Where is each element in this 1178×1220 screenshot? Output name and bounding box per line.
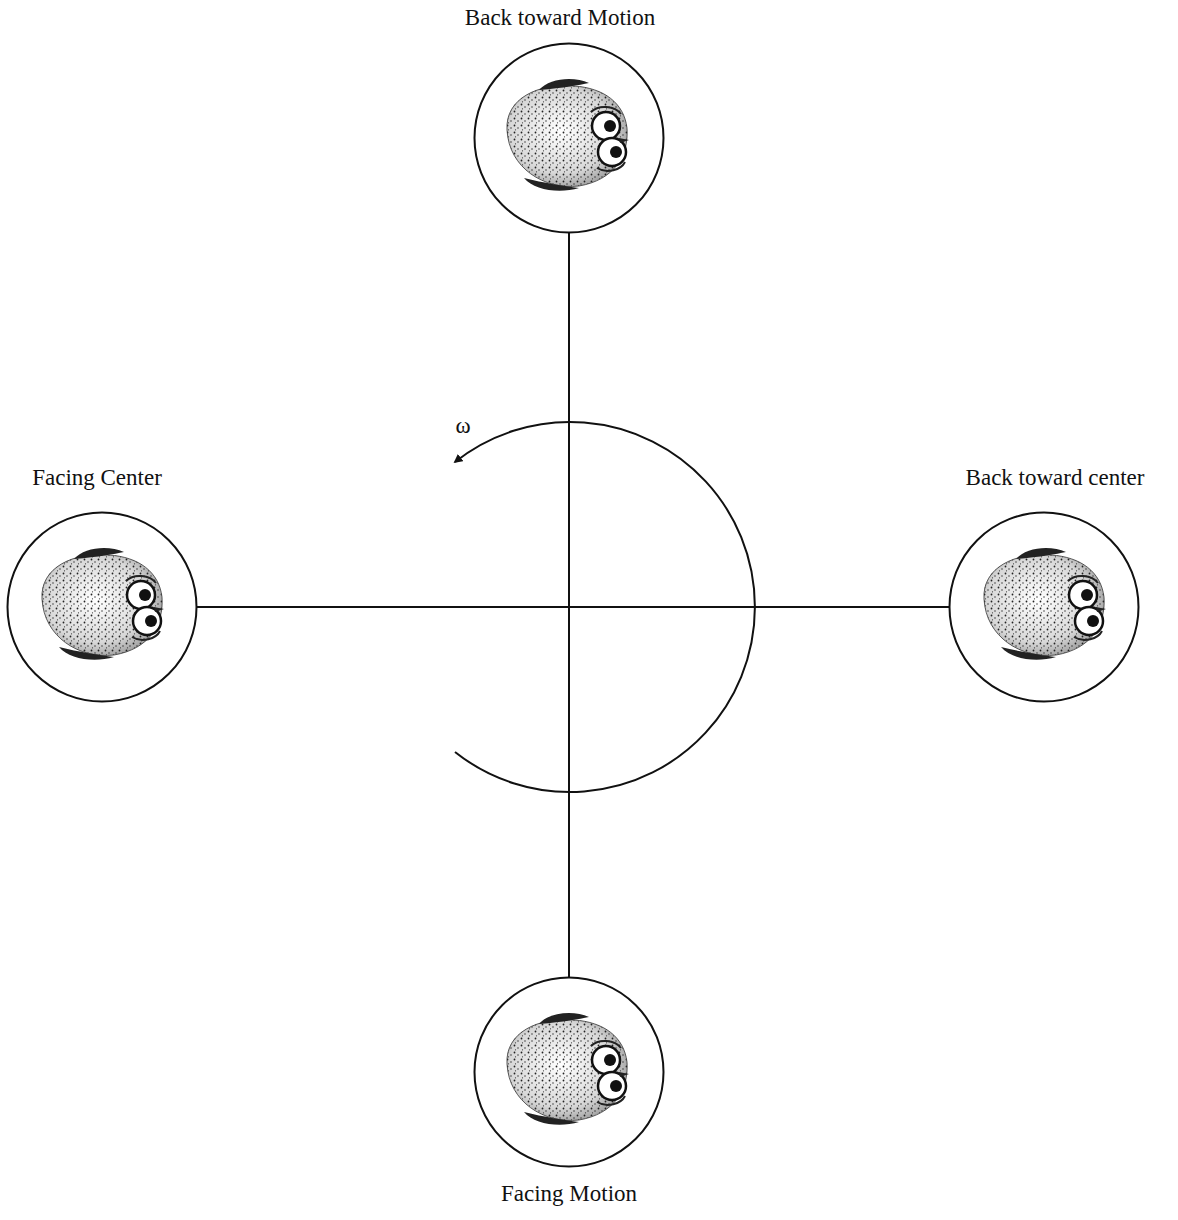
circle-border (475, 978, 664, 1167)
circle-border (8, 513, 197, 702)
owl-illustration (984, 548, 1106, 660)
axis-line (568, 233, 570, 978)
axis-line (197, 606, 950, 608)
circle-outline (6, 511, 198, 703)
position-label: Facing Motion (501, 1180, 637, 1208)
circle-outline (473, 42, 665, 234)
owl-illustration (507, 79, 629, 191)
angular-velocity-symbol: ω (455, 412, 470, 440)
circle-outline (473, 976, 665, 1168)
owl-position-circle: Facing Center (6, 511, 198, 703)
position-label: Facing Center (32, 464, 162, 492)
owl-position-circle: Back toward center (948, 511, 1140, 703)
owl-illustration (42, 548, 164, 660)
owl-position-circle: Facing Motion (473, 976, 665, 1168)
position-label: Back toward center (966, 464, 1145, 492)
circle-outline (948, 511, 1140, 703)
circle-border (475, 44, 664, 233)
owl-illustration (507, 1013, 629, 1125)
position-label: Back toward Motion (465, 4, 655, 32)
circle-border (950, 513, 1139, 702)
owl-position-circle: Back toward Motion (473, 42, 665, 234)
